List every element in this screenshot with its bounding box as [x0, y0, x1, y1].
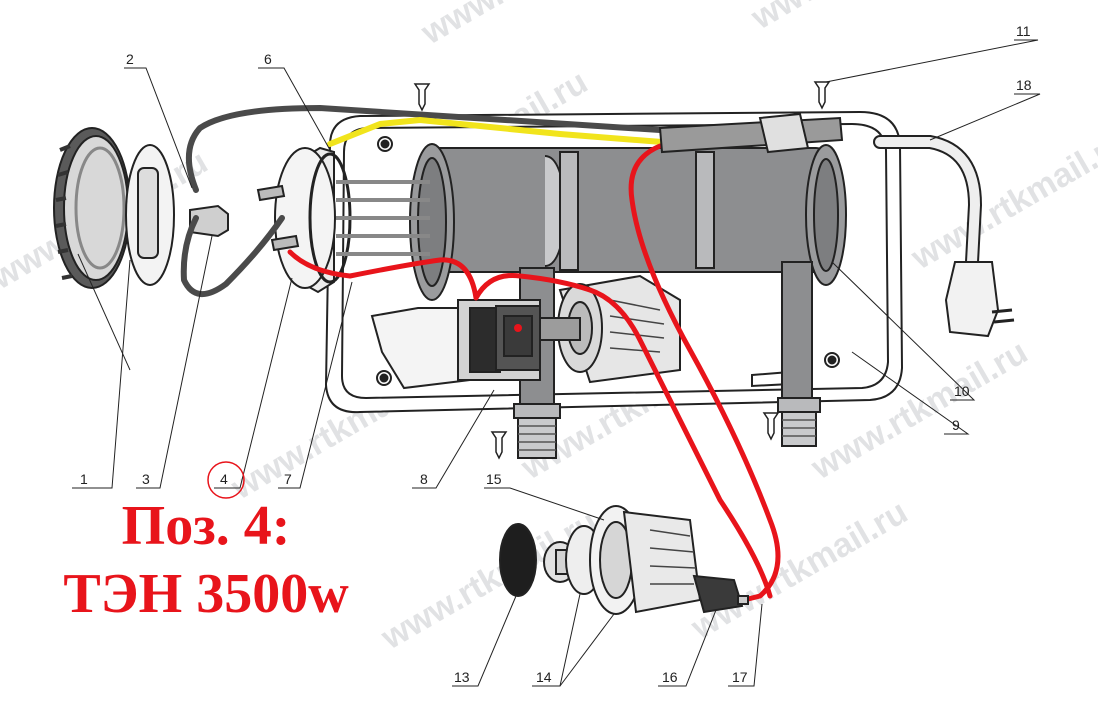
red-wire-heater [287, 249, 593, 301]
callout-13: 13 [454, 669, 470, 685]
pump-exploded [499, 505, 749, 615]
callout-16: 16 [662, 669, 678, 685]
callout-8: 8 [420, 471, 428, 487]
red-wire-pump [587, 287, 773, 599]
callout-9: 9 [952, 417, 960, 433]
callout-4: 4 [220, 471, 228, 487]
watermark-11: www.rtkmail.ru [684, 493, 914, 648]
yellow-wire [327, 117, 665, 147]
wires [180, 105, 781, 603]
callout-numbers: 1 2 3 4 6 7 8 9 10 11 18 13 14 15 16 17 [80, 23, 1032, 685]
watermark-2: www.rtkmail.ru [744, 0, 974, 37]
callout-1: 1 [80, 471, 88, 487]
red-wire-long [628, 143, 781, 603]
callout-6: 6 [264, 51, 272, 67]
heater-tube [409, 143, 847, 301]
black-wire-lower [180, 215, 285, 297]
screws [413, 81, 831, 460]
callout-4-highlight [207, 461, 245, 499]
switch-assembly [370, 299, 541, 390]
caption-line-2: ТЭН 3500w [63, 563, 349, 625]
power-cord [873, 135, 1015, 338]
black-wire [185, 105, 703, 193]
callout-15: 15 [486, 471, 502, 487]
watermark-1: www.rtkmail.ru [414, 0, 644, 52]
callout-11: 11 [1016, 23, 1031, 39]
callout-18: 18 [1016, 77, 1032, 93]
callout-2: 2 [126, 51, 134, 67]
leader-lines [72, 39, 1041, 687]
callout-3: 3 [142, 471, 150, 487]
callout-10: 10 [954, 383, 970, 399]
caption-line-1: Поз. 4: [121, 495, 291, 557]
callout-7: 7 [284, 471, 292, 487]
front-cover [53, 127, 229, 289]
cable-sleeve [658, 112, 844, 154]
callout-17: 17 [732, 669, 748, 685]
caption: Поз. 4: ТЭН 3500w [26, 492, 386, 628]
callout-14: 14 [536, 669, 552, 685]
